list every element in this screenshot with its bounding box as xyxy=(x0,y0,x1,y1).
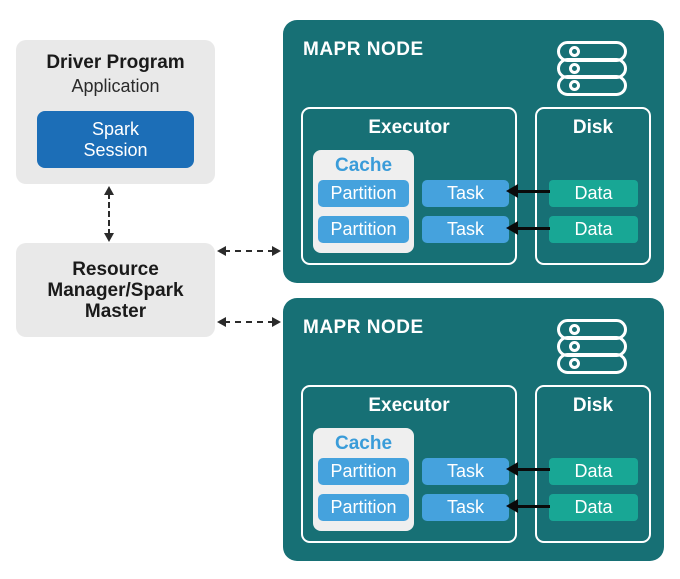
executor-label: Executor xyxy=(368,117,450,138)
executor-label: Executor xyxy=(368,395,450,416)
node-title: MAPR NODE xyxy=(303,317,424,338)
data-to-task-arrow xyxy=(506,184,550,198)
spark-session-line2: Session xyxy=(83,139,148,160)
partition-chip: Partition xyxy=(318,216,409,243)
dashed-line xyxy=(224,250,274,252)
arrow-down-icon xyxy=(104,233,114,242)
task-chip: Task xyxy=(422,494,509,521)
disk-dot-icon xyxy=(569,80,580,91)
disk-dot-icon xyxy=(569,324,580,335)
resource-manager-box: Resource Manager/Spark Master xyxy=(16,243,215,337)
driver-program-title: Driver Program xyxy=(46,52,185,73)
resource-manager-line3: Master xyxy=(84,300,147,322)
arrow-left-icon xyxy=(217,246,226,256)
driver-program-box: Driver Program Application Spark Session xyxy=(16,40,215,184)
disk-dot-icon xyxy=(569,63,580,74)
executor-box: Executor Cache Partition Partition Task … xyxy=(301,385,517,543)
data-chip: Data xyxy=(549,494,638,521)
disk-box: Disk Data Data xyxy=(535,385,651,543)
disk-label: Disk xyxy=(572,117,614,138)
dashed-line xyxy=(108,193,110,235)
arrow-left-icon xyxy=(506,184,518,198)
resourcemanager-node2-dashed-arrow xyxy=(217,316,281,328)
cache-label: Cache xyxy=(334,433,393,454)
data-chip: Data xyxy=(549,216,638,243)
arrow-left-icon xyxy=(217,317,226,327)
node-title: MAPR NODE xyxy=(303,39,424,60)
disk-stack-icon xyxy=(557,319,627,374)
data-chip: Data xyxy=(549,458,638,485)
resourcemanager-node1-dashed-arrow xyxy=(217,245,281,257)
disk-pill xyxy=(557,353,627,374)
disk-stack-icon xyxy=(557,41,627,96)
dashed-line xyxy=(224,321,274,323)
mapr-node-2: MAPR NODE Executor Cache Partition Parti… xyxy=(283,298,664,561)
data-chip: Data xyxy=(549,180,638,207)
disk-pill xyxy=(557,75,627,96)
arrow-left-icon xyxy=(506,221,518,235)
arrow-line xyxy=(515,226,550,230)
arrow-line xyxy=(515,504,550,508)
resource-manager-line2: Manager/Spark xyxy=(47,279,184,301)
disk-label: Disk xyxy=(572,395,614,416)
disk-dot-icon xyxy=(569,46,580,57)
disk-dot-icon xyxy=(569,358,580,369)
driver-resourcemanager-dashed-arrow xyxy=(103,186,115,242)
data-to-task-arrow xyxy=(506,221,550,235)
spark-session-box: Spark Session xyxy=(37,111,194,168)
mapr-node-1: MAPR NODE Executor Cache Partition Parti… xyxy=(283,20,664,283)
data-to-task-arrow xyxy=(506,499,550,513)
arrow-left-icon xyxy=(506,499,518,513)
task-chip: Task xyxy=(422,458,509,485)
partition-chip: Partition xyxy=(318,180,409,207)
task-chip: Task xyxy=(422,216,509,243)
application-label: Application xyxy=(71,76,160,96)
task-chip: Task xyxy=(422,180,509,207)
arrow-line xyxy=(515,467,550,471)
data-to-task-arrow xyxy=(506,462,550,476)
arrow-line xyxy=(515,189,550,193)
disk-box: Disk Data Data xyxy=(535,107,651,265)
resource-manager-line1: Resource xyxy=(72,258,159,280)
cache-label: Cache xyxy=(334,155,393,176)
partition-chip: Partition xyxy=(318,458,409,485)
executor-box: Executor Cache Partition Partition Task … xyxy=(301,107,517,265)
arrow-right-icon xyxy=(272,317,281,327)
arrow-up-icon xyxy=(104,186,114,195)
partition-chip: Partition xyxy=(318,494,409,521)
disk-dot-icon xyxy=(569,341,580,352)
cache-box: Cache Partition Partition xyxy=(313,150,414,253)
cache-box: Cache Partition Partition xyxy=(313,428,414,531)
arrow-left-icon xyxy=(506,462,518,476)
spark-session-line1: Spark xyxy=(91,118,140,139)
arrow-right-icon xyxy=(272,246,281,256)
